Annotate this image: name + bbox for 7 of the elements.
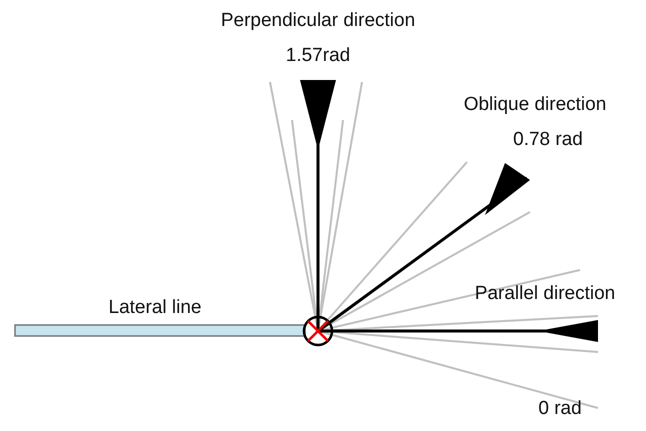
angle-label: 0.78 rad <box>513 129 583 151</box>
direction-label: Parallel direction <box>474 283 616 305</box>
angle-label: 0 rad <box>538 398 582 420</box>
part-label: Lateral line <box>108 297 202 319</box>
direction-label: Oblique direction <box>464 94 606 116</box>
direction-label: Perpendicular direction <box>220 10 416 32</box>
angle-label: 1.57rad <box>286 45 350 67</box>
